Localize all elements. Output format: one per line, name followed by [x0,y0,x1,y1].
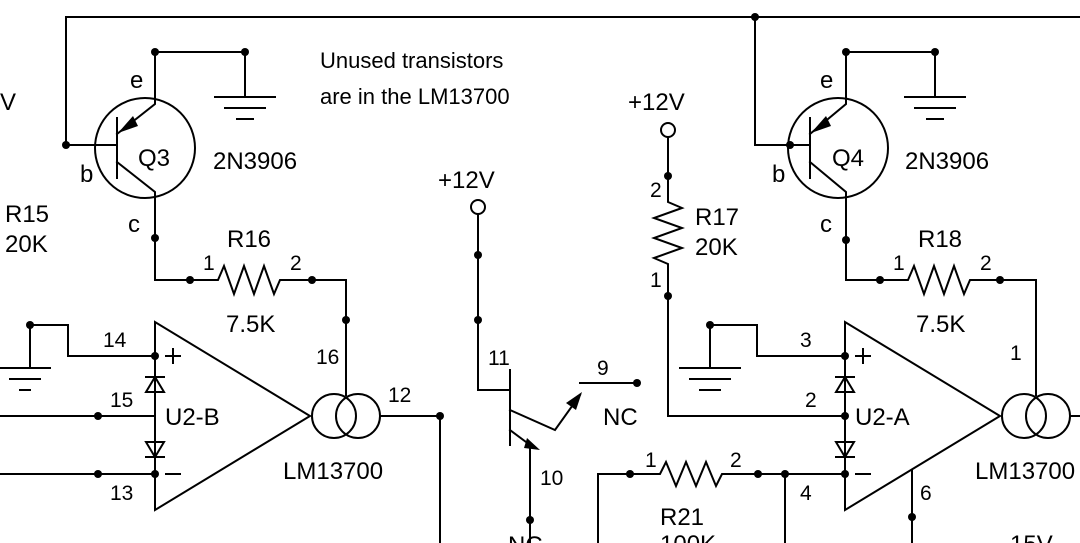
r16-value-label: 7.5K [226,311,275,338]
unused-pin11-label: 11 [488,347,510,370]
r18-pin2-label: 2 [980,252,992,275]
r15-value-label: 20K [5,231,48,258]
q4-base-label: b [772,161,785,188]
u2b-ref-label: U2-B [165,404,220,431]
r21-pin2-label: 2 [730,449,742,472]
q4-ref-label: Q4 [832,145,864,172]
r18-ref-label: R18 [918,226,962,253]
r21-value-fragment: 100K [660,531,716,543]
resistor-r18: R18 1 2 7.5K [842,226,1037,396]
q3-base-label: b [80,161,93,188]
u2a-part-label: LM13700 [975,458,1075,485]
r18-value-label: 7.5K [916,311,965,338]
left-edge-voltage-fragment: V [0,89,16,116]
supply-left-label: +12V [438,167,495,194]
q4-emitter-label: e [820,67,833,94]
unused-pin9-label: 9 [597,357,609,380]
bottom-nc-fragment: NC [508,532,543,543]
note-line-2: are in the LM13700 [320,84,510,109]
transistor-q3: e b c Q3 2N3906 [62,48,297,239]
ota-u2b: 14 15 13 16 12 U2-B LM13700 [0,320,444,543]
q3-emitter-label: e [130,67,143,94]
q3-part-label: 2N3906 [213,148,297,175]
u2b-pin15-label: 15 [110,389,133,412]
top-bus-wire [65,13,1080,146]
r15-ref-label: R15 [5,201,49,228]
q4-collector-label: c [820,211,832,238]
r17-pin1-label: 1 [650,269,662,292]
u2a-ref-label: U2-A [855,404,910,431]
ota-u2a: 3 2 4 1 6 U2-A LM13700 R21 1 2 100K 15V [597,320,1080,543]
u2b-pin14-label: 14 [103,329,127,352]
supply-right-label: +12V [628,89,685,116]
unused-nc-label: NC [603,404,638,431]
u2a-pin1-label: 1 [1010,342,1022,365]
u2b-part-label: LM13700 [283,458,383,485]
u2a-pin4-label: 4 [800,482,812,505]
r16-pin2-label: 2 [290,252,302,275]
r21-pin1-label: 1 [645,449,657,472]
resistor-r16: R16 1 2 7.5K [151,226,350,396]
r16-pin1-label: 1 [203,252,215,275]
q3-collector-label: c [128,211,140,238]
q4-part-label: 2N3906 [905,148,989,175]
r17-ref-label: R17 [695,204,739,231]
u2b-pin13-label: 13 [110,482,133,505]
r17-value-label: 20K [695,234,738,261]
right-bottom-fragment: 15V [1010,531,1053,543]
r16-ref-label: R16 [227,226,271,253]
resistor-r17: +12V 2 1 R17 20K [628,89,846,417]
u2b-pin16-label: 16 [316,346,339,369]
u2a-pin3-label: 3 [800,329,812,352]
transistor-q4: e b c Q4 2N3906 [772,48,989,241]
q3-ref-label: Q3 [138,145,170,172]
unused-transistor: +12V 11 9 10 NC NC [438,167,641,543]
u2a-pin6-label: 6 [920,482,932,505]
u2a-pin2-label: 2 [805,389,817,412]
unused-pin10-label: 10 [540,467,563,490]
r18-pin1-label: 1 [893,252,905,275]
note-line-1: Unused transistors [320,48,503,73]
r21-ref-label: R21 [660,504,704,531]
u2b-pin12-label: 12 [388,384,411,407]
r17-pin2-label: 2 [650,179,662,202]
